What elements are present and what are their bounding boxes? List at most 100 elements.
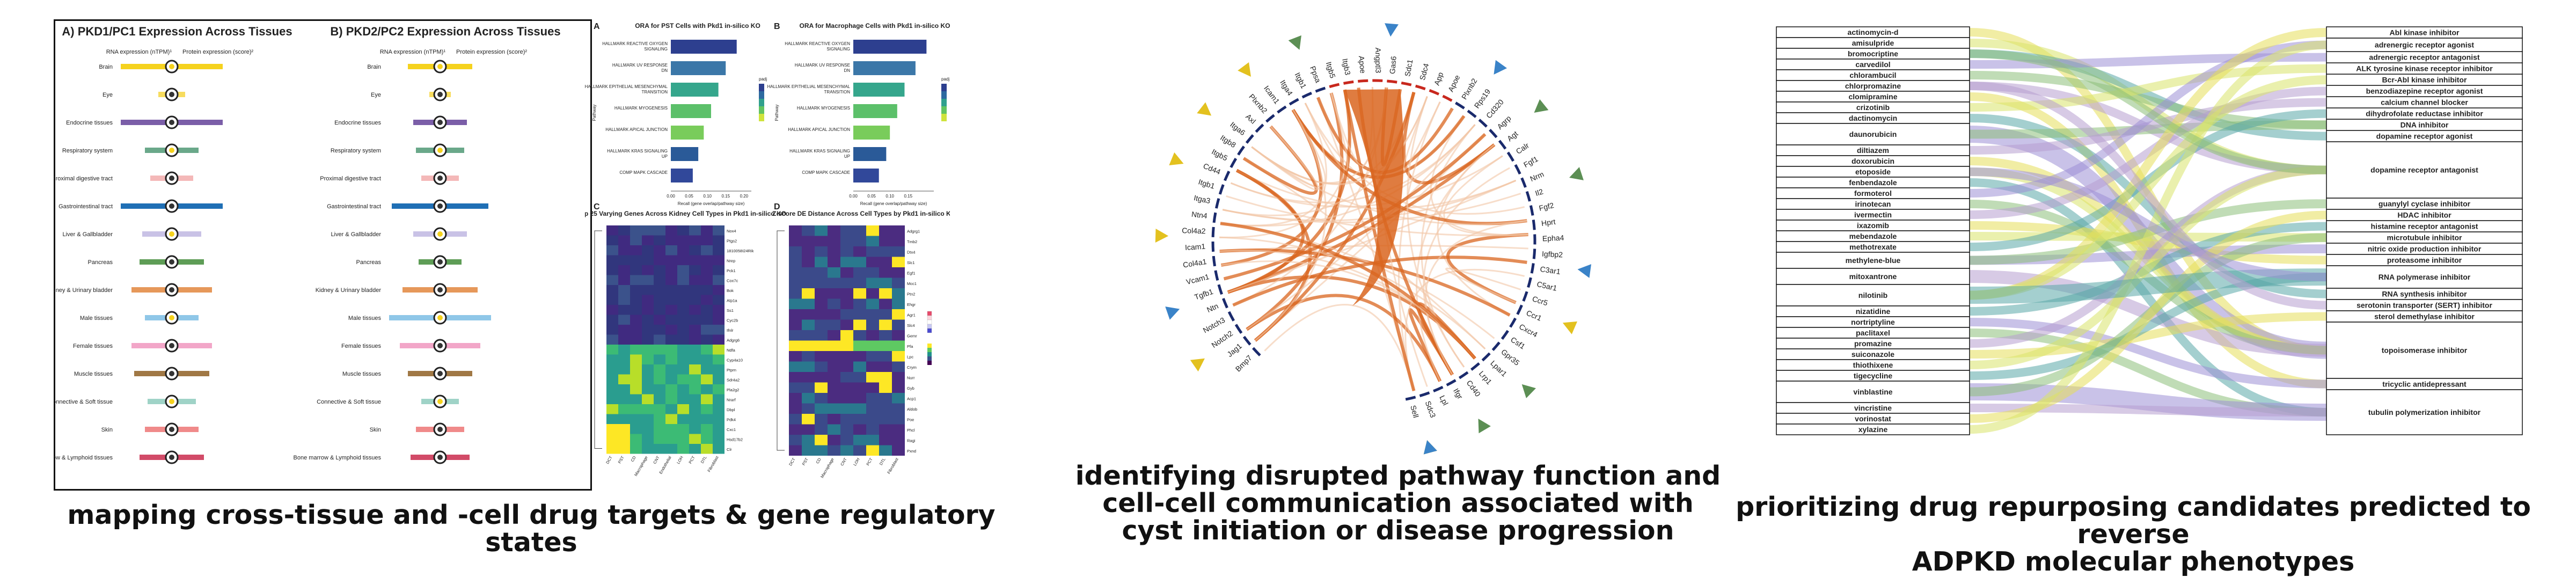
heatmap-cell (828, 309, 840, 320)
heatmap-cell (654, 315, 665, 325)
heatmap-cell (618, 275, 630, 286)
heatmap-gene-label: Cyc2b (727, 318, 738, 323)
ora-title-a: ORA for PST Cells with Pkd1 in-silico KO (635, 22, 760, 30)
drug-label: doxorubicin (1851, 157, 1894, 165)
chord-gene-label: Itgb8 (1219, 133, 1238, 149)
heatmap-gene-label: Ifnlr (727, 328, 734, 333)
heatmap-cell (677, 236, 689, 246)
alluvial-flows (1970, 32, 2326, 429)
heatmap-cell (892, 393, 905, 404)
heatmap-cell (713, 375, 724, 385)
chord-gene-label: C5ar1 (1536, 280, 1558, 293)
heatmap-cell (618, 236, 630, 246)
heatmap-cell (853, 383, 866, 393)
heatmap-legend-swatch (927, 316, 932, 320)
heatmap-cell (815, 445, 828, 456)
heatmap-cell (866, 351, 879, 362)
heatmap-cell (654, 345, 665, 355)
heatmap-cell (879, 445, 892, 456)
heatmap-cell (892, 246, 905, 257)
chord-gene-label: Gas6 (1388, 56, 1398, 75)
heatmap-cell-label: CD (630, 455, 638, 463)
heatmap-cell (701, 285, 713, 295)
chord-gene-label: Angptl3 (1374, 48, 1382, 74)
heatmap-cell (815, 225, 828, 236)
protein-dot-core-a (169, 148, 174, 153)
heatmap-cell (879, 236, 892, 247)
protein-dot-core-b (437, 287, 443, 293)
heatmap-cell (828, 299, 840, 310)
heatmap-cell (828, 414, 840, 425)
heatmap-cell (654, 225, 665, 236)
moa-label: dihydrofolate reductase inhibitor (2366, 109, 2483, 118)
heatmap-cell (853, 414, 866, 425)
heatmap-cell (701, 345, 713, 355)
heatmap-cell (815, 341, 828, 352)
tissue-label-a: Endocrine tissues (66, 120, 113, 126)
chord-gene-label: Ntn (1205, 302, 1219, 315)
heatmap-dendrogram (777, 231, 785, 450)
chord-gene-label: Cd44 (1202, 162, 1222, 177)
tissue-label-a: Female tissues (73, 343, 113, 349)
heatmap-cell (828, 435, 840, 445)
heatmap-cell (879, 404, 892, 414)
heatmap-cell (892, 288, 905, 299)
ora-legend-swatch (759, 106, 764, 114)
heatmap-cell-label: CD (815, 457, 823, 464)
tissue-label-a: Brain (99, 64, 113, 70)
heatmap-cell (630, 325, 642, 335)
tissue-label-b: Liver & Gallbladder (331, 231, 381, 238)
ora-legend-swatch (941, 99, 947, 106)
chord-gene-label: Sell (1409, 404, 1421, 419)
heatmap-cell (802, 257, 815, 268)
expression-panel-border (55, 20, 591, 490)
heatmap-cell (713, 395, 724, 405)
heatmap-cell (802, 393, 815, 404)
heatmap-cell (701, 375, 713, 385)
heatmap-legend-swatch (927, 356, 932, 361)
heatmap-cell (630, 275, 642, 286)
heatmap-cell (713, 434, 724, 444)
heatmap-cell (789, 330, 802, 341)
protein-dot-core-b (437, 92, 443, 97)
chord-gene-label: Icam1 (1262, 84, 1282, 105)
chord-arc (1238, 147, 1244, 155)
heatmap-cell (701, 305, 713, 315)
heatmap-cell (689, 355, 701, 365)
heatmap-cell (665, 395, 677, 405)
heatmap-cell (642, 275, 654, 286)
drug-label: actinomycin-d (1848, 28, 1899, 36)
heatmap-cell (879, 257, 892, 268)
ora-y-label: Pathway (774, 105, 779, 121)
heatmap-cell (677, 434, 689, 444)
chord-arc (1522, 178, 1526, 187)
ora-legend-swatch (941, 91, 947, 99)
heatmap-cell (840, 383, 853, 393)
drug-label: nortriptyline (1851, 318, 1895, 326)
chord-marker-arrow (1190, 353, 1209, 371)
heatmap-cell (642, 236, 654, 246)
heatmap-legend-swatch (927, 361, 932, 365)
heatmap-cell (713, 236, 724, 246)
heatmap-cell (853, 341, 866, 352)
chord-arc (1499, 141, 1505, 149)
heatmap-cell (713, 225, 724, 236)
ora-term: HALLMARK REACTIVE OXYGEN (785, 41, 850, 46)
ora-legend-swatch (941, 106, 947, 114)
heatmap-cell (802, 383, 815, 393)
heatmap-cell-label: DCT (605, 455, 613, 465)
heatmap-gene-label: Slc1 (907, 260, 915, 265)
heatmap-cell (677, 255, 689, 266)
ora-bar (853, 40, 926, 54)
heatmap-cell (654, 414, 665, 425)
heatmap-cell (677, 444, 689, 454)
protein-dot-core-b (437, 343, 443, 348)
heatmap-cell (701, 265, 713, 275)
heatmap-cell (789, 383, 802, 393)
chord-arc (1502, 331, 1508, 339)
chord-arc (1433, 387, 1443, 391)
protein-dot-core-a (169, 315, 174, 320)
heatmap-cell (853, 330, 866, 341)
heatmap-cell (701, 434, 713, 444)
heatmap-cell (853, 351, 866, 362)
